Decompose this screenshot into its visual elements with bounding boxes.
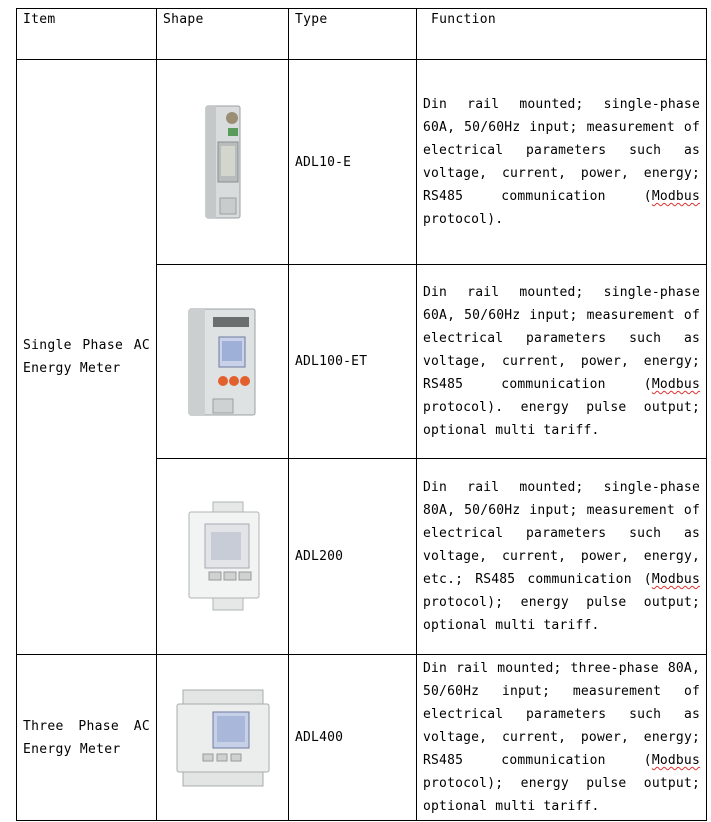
function-text-end: protocol); energy pulse output; optional…: [423, 595, 700, 633]
shape-cell: [156, 458, 289, 655]
shape-cell: [156, 654, 289, 821]
shape-cell: [156, 264, 289, 459]
function-text-end: protocol). energy pulse output; optional…: [423, 400, 700, 438]
item-cell: Three Phase AC Energy Meter: [16, 654, 157, 821]
modbus-word: Modbus: [651, 753, 700, 768]
function-text-end: protocol).: [423, 212, 504, 227]
header-row: Item Shape Type Function: [16, 8, 707, 60]
function-cell: Din rail mounted; single-phase 80A, 50/6…: [416, 458, 707, 655]
function-cell: Din rail mounted; single-phase 60A, 50/6…: [416, 264, 707, 459]
type-cell: ADL200: [288, 458, 417, 655]
table-row: Three Phase AC Energy Meter ADL400 Din r…: [16, 654, 707, 821]
din-rail-meter-three-phase-icon: [176, 689, 269, 786]
header-function-label: Function: [431, 12, 497, 27]
function-text: Din rail mounted; single-phase 80A, 50/6…: [423, 480, 700, 587]
header-type: Type: [288, 8, 417, 60]
function-cell: Din rail mounted; single-phase 60A, 50/6…: [416, 59, 707, 265]
din-rail-meter-2-module-buttons-icon: [188, 308, 255, 415]
function-text: Din rail mounted; single-phase 60A, 50/6…: [423, 285, 700, 392]
type-cell: ADL400: [288, 654, 417, 821]
function-text-end: protocol); energy pulse output; optional…: [423, 776, 700, 814]
shape-cell: [156, 59, 289, 265]
table-row: ADL100-ET Din rail mounted; single-phase…: [17, 264, 707, 459]
din-rail-meter-white-icon: [188, 501, 259, 610]
header-item: Item: [16, 8, 157, 60]
table-row: Single Phase AC Energy Meter ADL10-E Din…: [16, 59, 707, 655]
header-shape: Shape: [156, 8, 289, 60]
product-table: Item Shape Type Function Single Phase AC…: [16, 8, 707, 821]
function-cell: Din rail mounted; three-phase 80A, 50/60…: [416, 654, 707, 821]
modbus-word: Modbus: [651, 377, 700, 392]
modbus-word: Modbus: [651, 572, 700, 587]
item-cell: Single Phase AC Energy Meter: [16, 59, 157, 655]
type-cell: ADL100-ET: [288, 264, 417, 459]
din-rail-meter-1-module-icon: [205, 105, 240, 219]
function-text: Din rail mounted; three-phase 80A, 50/60…: [423, 661, 700, 768]
type-cell: ADL10-E: [288, 59, 417, 265]
modbus-word: Modbus: [651, 189, 700, 204]
table-row: ADL200 Din rail mounted; single-phase 80…: [17, 458, 707, 655]
header-function: Function: [416, 8, 707, 60]
function-text: Din rail mounted; single-phase 60A, 50/6…: [423, 97, 700, 204]
